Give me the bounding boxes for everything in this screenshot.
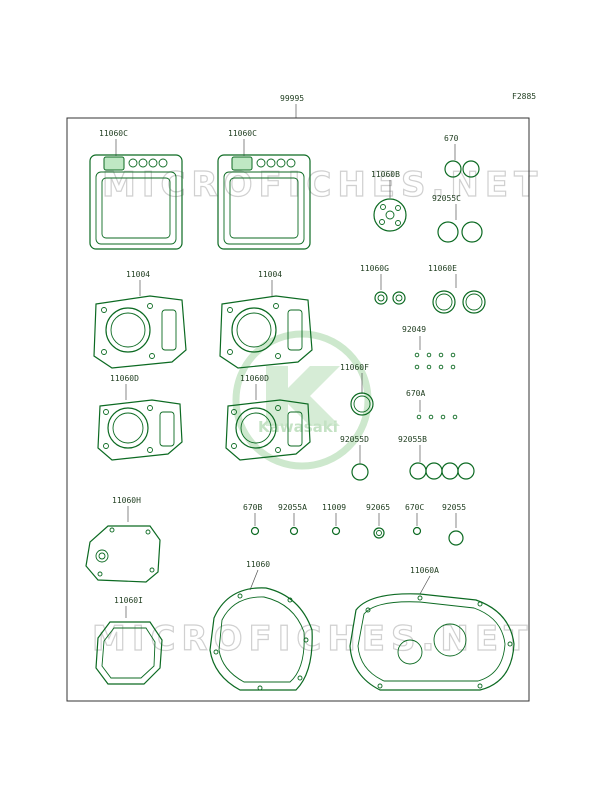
label-11060D-right: 11060D	[240, 374, 269, 383]
part-11060[interactable]: 11060	[209, 560, 313, 691]
label-11060E: 11060E	[428, 264, 457, 273]
label-11060D-left: 11060D	[110, 374, 139, 383]
label-670: 670	[444, 134, 459, 143]
part-11060H[interactable]: 11060H	[85, 496, 161, 583]
part-11060G[interactable]: 11060G	[360, 264, 406, 305]
watermark-top: MICROFICHES.NET	[102, 165, 543, 205]
part-92065[interactable]: 92065	[366, 503, 390, 539]
part-11060E[interactable]: 11060E	[428, 264, 486, 314]
label-670C: 670C	[405, 503, 424, 512]
part-11060C-left[interactable]: 11060C	[89, 129, 183, 250]
label-92055B: 92055B	[398, 435, 427, 444]
part-92055C[interactable]: 92055C	[432, 194, 483, 243]
label-92055: 92055	[442, 503, 466, 512]
ref-code: F2885	[512, 92, 536, 101]
part-11060F[interactable]: 11060F	[340, 363, 374, 416]
part-92055A[interactable]: 92055A	[278, 503, 307, 536]
part-92055B[interactable]: 92055B	[398, 435, 475, 480]
part-11004-left[interactable]: 11004	[93, 270, 187, 369]
part-92055[interactable]: 92055	[442, 503, 466, 546]
part-11060D-left[interactable]: 11060D	[97, 374, 183, 461]
part-670C[interactable]: 670C	[405, 503, 424, 536]
label-92049: 92049	[402, 325, 426, 334]
part-11004-right[interactable]: 11004	[219, 270, 313, 369]
label-11060F: 11060F	[340, 363, 369, 372]
label-11060B: 11060B	[371, 170, 400, 179]
label-670B: 670B	[243, 503, 262, 512]
label-11060H: 11060H	[112, 496, 141, 505]
label-11009: 11009	[322, 503, 346, 512]
part-670A[interactable]: 670A	[406, 389, 458, 420]
kit-number-label: 99995	[280, 94, 304, 103]
label-11004-left: 11004	[126, 270, 150, 279]
label-92055D: 92055D	[340, 435, 369, 444]
kit-frame	[66, 117, 530, 702]
logo-text: Kawasaki	[258, 418, 338, 436]
label-92055A: 92055A	[278, 503, 307, 512]
label-92065: 92065	[366, 503, 390, 512]
part-11060C-right[interactable]: 11060C	[217, 129, 311, 250]
part-670[interactable]: 670	[444, 134, 480, 178]
label-11060A: 11060A	[410, 566, 439, 575]
part-11060A[interactable]: 11060A	[349, 566, 515, 691]
label-11060G: 11060G	[360, 264, 389, 273]
label-670A: 670A	[406, 389, 425, 398]
label-11060: 11060	[246, 560, 270, 569]
label-11060C-left: 11060C	[99, 129, 128, 138]
label-92055C: 92055C	[432, 194, 461, 203]
label-11004-right: 11004	[258, 270, 282, 279]
part-11060D-right[interactable]: 11060D	[225, 374, 311, 461]
part-11060B[interactable]: 11060B	[371, 170, 407, 232]
part-11060I[interactable]: 11060I	[95, 596, 163, 685]
label-11060I: 11060I	[114, 596, 143, 605]
part-92049[interactable]: 92049	[402, 325, 456, 370]
part-670B[interactable]: 670B	[243, 503, 262, 536]
kawasaki-logo: Kawasaki	[232, 330, 372, 470]
part-92055D[interactable]: 92055D	[340, 435, 369, 481]
label-11060C-right: 11060C	[228, 129, 257, 138]
part-11009[interactable]: 11009	[322, 503, 346, 536]
